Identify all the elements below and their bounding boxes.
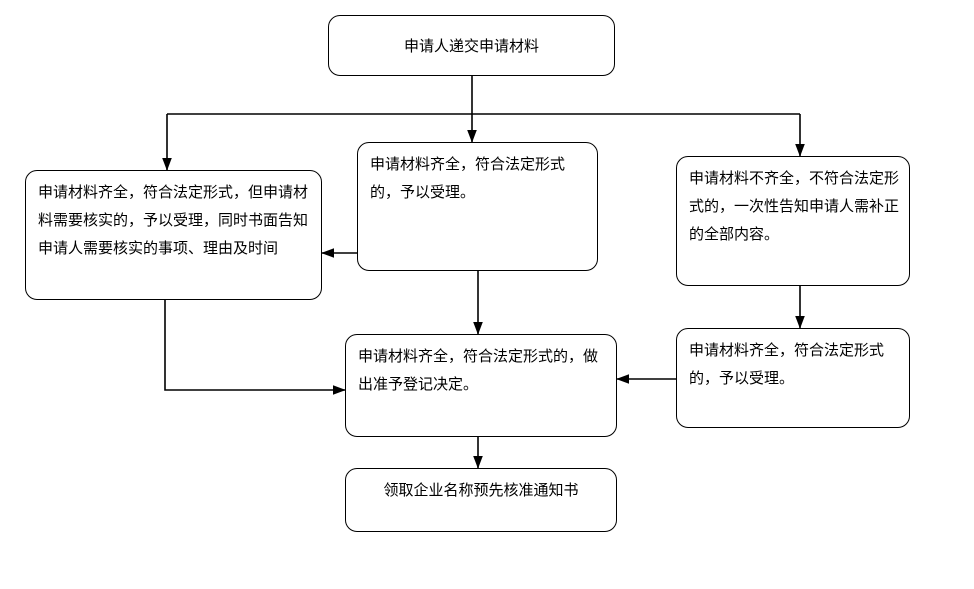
flow-node-accept-center: 申请材料齐全，符合法定形式的，予以受理。 xyxy=(357,142,598,271)
flow-node-label: 申请材料齐全，符合法定形式的，予以受理。 xyxy=(370,155,566,201)
flow-node-label: 领取企业名称预先核准通知书 xyxy=(383,481,579,499)
flow-node-label: 申请人递交申请材料 xyxy=(403,36,539,55)
flow-node-label: 申请材料齐全，符合法定形式的，予以受理。 xyxy=(689,341,885,387)
flow-edge-verify-needed-to-approve xyxy=(164,300,346,395)
flow-node-label: 申请材料不齐全，不符合法定形式的，一次性告知申请人需补正的全部内容。 xyxy=(689,169,900,243)
flow-node-label: 申请材料齐全，符合法定形式的，做出准予登记决定。 xyxy=(358,347,599,393)
flow-node-submit: 申请人递交申请材料 xyxy=(328,15,615,76)
flow-node-accept-right: 申请材料齐全，符合法定形式的，予以受理。 xyxy=(676,328,910,428)
flow-node-verify-needed: 申请材料齐全，符合法定形式，但申请材料需要核实的，予以受理，同时书面告知申请人需… xyxy=(25,170,322,300)
flow-node-incomplete: 申请材料不齐全，不符合法定形式的，一次性告知申请人需补正的全部内容。 xyxy=(676,156,910,286)
flow-node-notice: 领取企业名称预先核准通知书 xyxy=(345,468,617,532)
flow-node-approve: 申请材料齐全，符合法定形式的，做出准予登记决定。 xyxy=(345,334,617,437)
flow-node-label: 申请材料齐全，符合法定形式，但申请材料需要核实的，予以受理，同时书面告知申请人需… xyxy=(38,183,309,257)
